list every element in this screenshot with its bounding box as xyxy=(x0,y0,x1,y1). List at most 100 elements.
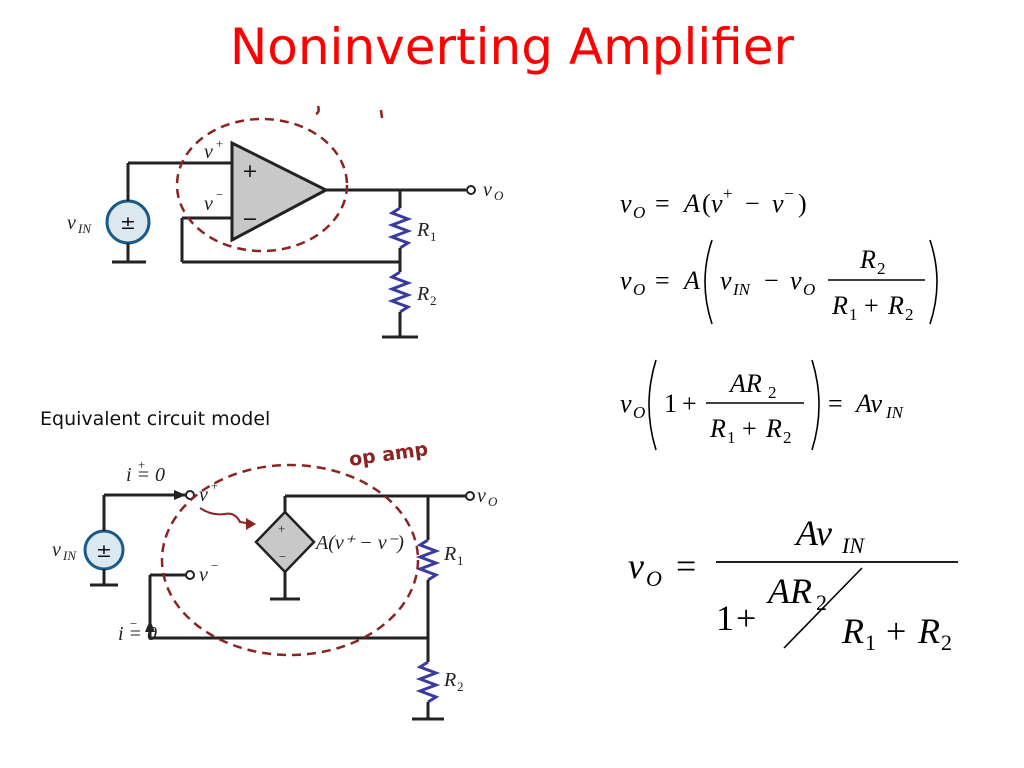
label-r1-2: R xyxy=(443,543,456,565)
label-i-top-sign: + xyxy=(137,457,146,472)
svg-text:R: R xyxy=(831,291,848,320)
svg-text:Av: Av xyxy=(794,513,832,553)
resistor-r1 xyxy=(387,206,413,250)
svg-text:+: + xyxy=(864,291,879,320)
svg-text:=: = xyxy=(655,189,670,218)
svg-text:IN: IN xyxy=(841,533,865,558)
svg-text:O: O xyxy=(646,566,662,591)
svg-text:+: + xyxy=(736,598,756,638)
svg-text:−: − xyxy=(745,189,760,218)
svg-text:(: ( xyxy=(702,189,711,218)
svg-text:2: 2 xyxy=(768,383,777,402)
svg-text:2: 2 xyxy=(816,590,827,615)
control-arrow xyxy=(199,507,253,525)
svg-text:IN: IN xyxy=(885,403,905,422)
svg-text:A: A xyxy=(682,189,700,218)
label-vplus-2: v xyxy=(199,484,208,506)
svg-text:v: v xyxy=(620,266,632,295)
opamp-dashed-ellipse-2 xyxy=(160,463,420,657)
source-plus-minus-2: ± xyxy=(96,540,112,562)
svg-text:+: + xyxy=(723,184,733,203)
label-vplus-sup-1: + xyxy=(215,136,224,151)
svg-text:−: − xyxy=(784,184,794,203)
svg-text:+: + xyxy=(742,414,757,443)
label-vo-sub-1: O xyxy=(494,188,504,203)
svg-text:O: O xyxy=(633,403,645,422)
label-vo-2: v xyxy=(477,485,486,507)
label-vminus-sup-1: − xyxy=(215,187,224,202)
svg-text:=: = xyxy=(655,266,670,295)
label-vin-sub-2: IN xyxy=(62,548,77,563)
dep-source-minus: − xyxy=(279,549,286,564)
resistor-r2-2 xyxy=(415,660,441,704)
source-plus-minus-1: ± xyxy=(120,212,136,234)
opamp-minus-sign: − xyxy=(242,208,258,230)
label-i-top: i = 0 xyxy=(126,464,165,486)
svg-text:O: O xyxy=(633,280,645,299)
svg-text:v: v xyxy=(620,189,632,218)
svg-text:Av: Av xyxy=(854,389,882,418)
svg-text:v: v xyxy=(720,266,732,295)
svg-text:IN: IN xyxy=(732,280,752,299)
label-source-expr: A(v⁺ − v⁻) xyxy=(314,532,404,554)
equivalent-model-heading: Equivalent circuit model xyxy=(40,408,270,430)
svg-text:v: v xyxy=(772,189,784,218)
label-i-bottom: i = 0 xyxy=(118,623,157,645)
svg-text:2: 2 xyxy=(905,305,914,324)
label-vminus-sup-2: − xyxy=(210,558,219,573)
svg-text:v: v xyxy=(628,546,644,586)
svg-text:1: 1 xyxy=(664,389,677,418)
label-i-bottom-sign: − xyxy=(129,616,138,631)
svg-text:R: R xyxy=(765,414,782,443)
opamp-triangle xyxy=(230,140,330,243)
svg-text:+: + xyxy=(682,389,697,418)
svg-text:R: R xyxy=(859,245,876,274)
svg-text:=: = xyxy=(828,389,843,418)
svg-text:1: 1 xyxy=(865,630,876,655)
svg-text:): ) xyxy=(798,189,807,218)
label-vminus-2: v xyxy=(199,564,208,586)
circuit-1 xyxy=(105,105,476,339)
svg-text:R: R xyxy=(841,611,864,651)
svg-text:=: = xyxy=(676,546,696,586)
svg-text:R: R xyxy=(917,611,940,651)
label-r2-1: R xyxy=(416,283,429,305)
dep-source-plus: + xyxy=(278,521,285,536)
svg-text:v: v xyxy=(620,389,632,418)
label-vminus-1: v xyxy=(204,193,213,215)
svg-text:v: v xyxy=(790,266,802,295)
svg-text:R: R xyxy=(887,291,904,320)
svg-text:2: 2 xyxy=(941,630,952,655)
label-r2-sub-2: 2 xyxy=(457,679,464,694)
label-r2-sub-1: 2 xyxy=(430,293,437,308)
label-vin-sub-1: IN xyxy=(77,221,92,236)
opamp-dashed-ellipse xyxy=(175,117,349,253)
label-r1-sub-1: 1 xyxy=(430,229,437,244)
svg-text:1: 1 xyxy=(849,305,858,324)
resistor-r2 xyxy=(387,270,413,314)
svg-text:2: 2 xyxy=(877,259,886,278)
svg-text:2: 2 xyxy=(783,428,792,447)
svg-text:AR: AR xyxy=(728,369,762,398)
label-vin-1: v xyxy=(67,212,76,234)
svg-text:R: R xyxy=(709,414,726,443)
svg-text:+: + xyxy=(886,611,906,651)
slide-title: Noninverting Amplifier xyxy=(229,18,795,76)
svg-text:AR: AR xyxy=(766,571,812,611)
svg-text:1: 1 xyxy=(727,428,736,447)
label-vo-sub-2: O xyxy=(488,494,498,509)
svg-text:A: A xyxy=(682,266,700,295)
opamp-plus-sign: + xyxy=(242,160,258,182)
svg-text:−: − xyxy=(764,266,779,295)
op-amp-label: op amp xyxy=(348,438,430,471)
circuit-2 xyxy=(83,463,475,721)
label-r1-sub-2: 1 xyxy=(457,553,464,568)
resistor-r1-2 xyxy=(415,538,441,582)
label-r2-2: R xyxy=(443,669,456,691)
svg-text:O: O xyxy=(633,203,645,222)
label-vo-1: v xyxy=(483,179,492,201)
